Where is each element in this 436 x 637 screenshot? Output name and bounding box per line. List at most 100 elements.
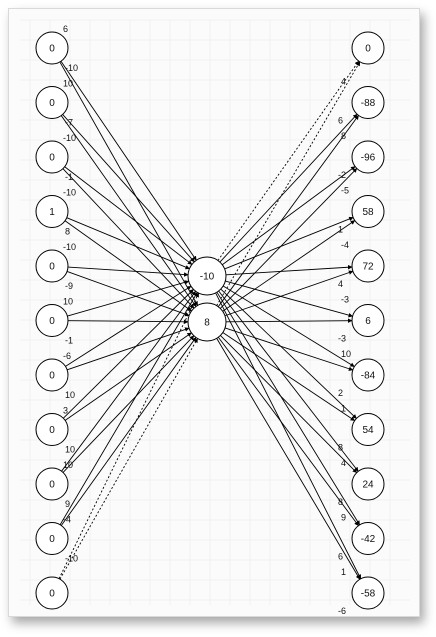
- weight-label-input-5-b: -1: [65, 336, 73, 346]
- input-node-4-circle: [35, 249, 69, 283]
- output-node-9-circle: [351, 522, 385, 555]
- input-node-2: 0: [35, 140, 69, 174]
- edge-hidden-1-output-8: [220, 335, 358, 473]
- weight-label-input-9-a: -4: [63, 515, 71, 525]
- input-node-7-value: 0: [49, 425, 55, 436]
- output-node-4-value: 72: [362, 262, 374, 273]
- output-node-6-value: -84: [361, 371, 376, 382]
- input-node-6-circle: [35, 358, 69, 392]
- weight-label-input-3-a: -10: [63, 188, 76, 198]
- weight-label-output-1-a: 4: [341, 77, 346, 87]
- input-node-1-circle: [35, 86, 69, 119]
- weight-label-output-5-b: -3: [338, 334, 346, 344]
- input-node-5-circle: [35, 304, 69, 337]
- input-node-1: 0: [35, 86, 69, 119]
- weight-label-input-5-a: 10: [63, 297, 73, 307]
- input-node-8-circle: [35, 467, 69, 501]
- output-node-8-circle: [351, 467, 385, 501]
- output-node-1-value: -88: [361, 98, 376, 109]
- weight-label-input-1-b: -7: [65, 118, 73, 128]
- edge-input-10-hidden-0: [58, 292, 200, 579]
- edge-input-2-hidden-0: [64, 166, 193, 265]
- input-node-7: 0: [35, 413, 69, 446]
- hidden-node-0-circle: [187, 256, 227, 296]
- weight-label-output-10-a: 1: [341, 567, 346, 577]
- edge-input-2-hidden-1: [62, 168, 195, 309]
- edge-input-10-hidden-1: [59, 338, 198, 580]
- output-node-10: -58: [351, 576, 385, 610]
- weight-label-input-6-a: -6: [63, 351, 71, 361]
- output-node-3-value: 58: [362, 207, 374, 218]
- hidden-node-1-value: 8: [204, 318, 210, 329]
- output-node-6-circle: [351, 358, 385, 392]
- output-node-6: -84: [351, 358, 385, 392]
- input-node-6-value: 0: [49, 371, 55, 382]
- weight-label-output-1-b: 6: [338, 116, 343, 126]
- edge-input-9-hidden-0: [59, 291, 198, 525]
- output-node-8-value: 24: [362, 480, 374, 491]
- output-node-9-value: -42: [361, 534, 376, 545]
- input-node-0: 0: [35, 31, 69, 65]
- edge-hidden-0-output-4: [225, 264, 353, 276]
- edge-hidden-0-output-5: [225, 280, 354, 318]
- weight-label-output-7-a: 1: [341, 404, 346, 414]
- weight-label-input-3-b: 8: [65, 227, 70, 237]
- input-node-8-value: 0: [49, 480, 55, 491]
- input-node-0-value: 0: [49, 44, 55, 55]
- edge-input-1-hidden-1: [60, 115, 197, 307]
- weight-label-output-3-b: 1: [338, 225, 343, 235]
- weight-label-output-4-a: -4: [341, 240, 349, 250]
- weight-label-input-4-a: -10: [63, 242, 76, 252]
- weight-label-input-2-b: -1: [65, 172, 73, 182]
- output-node-10-value: -58: [361, 589, 376, 600]
- hidden-node-0-value: -10: [200, 272, 215, 283]
- edge-hidden-1-output-9: [217, 336, 359, 527]
- edge-hidden-0-output-1: [219, 113, 358, 263]
- input-node-3-value: 1: [49, 207, 55, 218]
- weight-label-output-2-b: -2: [338, 170, 346, 180]
- edge-input-4-hidden-0: [67, 266, 189, 277]
- edge-input-4-hidden-1: [66, 271, 190, 317]
- input-node-9-circle: [35, 522, 69, 555]
- edge-hidden-1-output-10: [216, 338, 361, 580]
- input-node-4-value: 0: [49, 262, 55, 273]
- output-node-1-circle: [351, 86, 385, 119]
- edge-hidden-0-output-9: [216, 291, 361, 526]
- output-node-7-value: 54: [362, 425, 374, 436]
- edge-input-8-hidden-0: [61, 290, 197, 472]
- input-node-0-circle: [35, 31, 69, 65]
- weight-label-output-6-a: 10: [341, 349, 351, 359]
- output-node-2-value: -96: [361, 153, 376, 164]
- input-node-5-value: 0: [49, 316, 55, 327]
- weight-label-output-3-a: -5: [341, 186, 349, 196]
- edge-hidden-0-output-2: [222, 166, 356, 266]
- edge-input-0-hidden-1: [59, 61, 199, 306]
- input-node-2-value: 0: [49, 153, 55, 164]
- weight-label-output-8-a: 4: [341, 458, 346, 468]
- weight-label-output-6-b: 2: [338, 388, 343, 398]
- edge-input-3-hidden-0: [66, 217, 190, 270]
- input-node-9: 0: [35, 522, 69, 555]
- hidden-node-1-circle: [187, 302, 227, 342]
- weight-label-input-0-b: -10: [65, 63, 78, 73]
- output-node-10-circle: [351, 576, 385, 610]
- output-node-0-value: 0: [365, 44, 371, 55]
- input-node-2-circle: [35, 140, 69, 174]
- edge-hidden-1-output-4: [224, 270, 354, 317]
- edge-input-8-hidden-1: [62, 335, 195, 473]
- output-node-5-value: 6: [365, 316, 371, 327]
- edge-hidden-1-output-6: [224, 327, 354, 371]
- edge-hidden-0-output-3: [224, 216, 354, 270]
- output-node-3: 58: [351, 195, 385, 228]
- weight-label-input-7-a: 3: [63, 406, 68, 416]
- output-node-3-circle: [351, 195, 385, 228]
- edge-hidden-1-output-2: [219, 168, 358, 309]
- output-node-2-circle: [351, 140, 385, 174]
- output-node-9: -42: [351, 522, 385, 555]
- input-node-6: 0: [35, 358, 69, 392]
- weight-label-output-8-b: 8: [338, 497, 343, 507]
- weight-label-input-8-b: 9: [65, 499, 70, 509]
- edge-hidden-1-output-0: [216, 61, 361, 306]
